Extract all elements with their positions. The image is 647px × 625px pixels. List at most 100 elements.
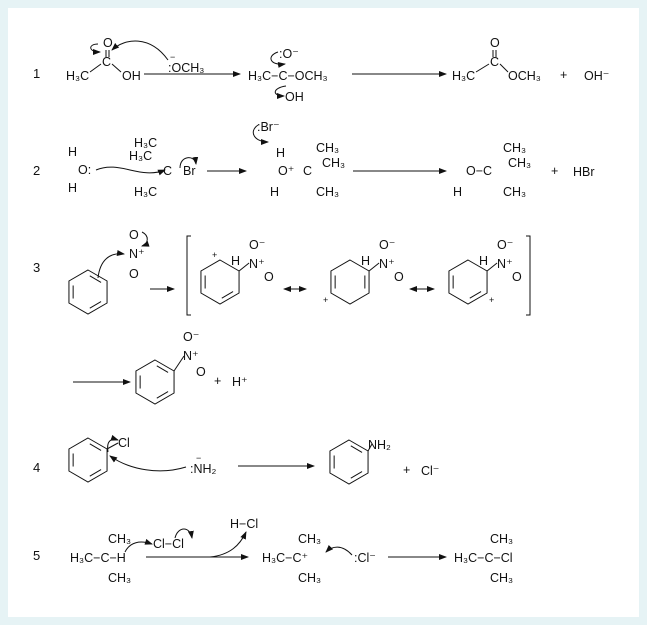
- curved-arrow: [270, 51, 286, 68]
- product-n: N⁺: [183, 349, 199, 363]
- reactant-c: C: [102, 55, 111, 69]
- reaction-1: 1 H₃C C O OH :OCH₃ − H₃C−C−OCH₃ :O⁻ OH H…: [33, 36, 609, 104]
- reaction-number: 3: [33, 260, 40, 275]
- product-h: H: [453, 185, 462, 199]
- charge: −: [170, 52, 175, 62]
- double-bond: [350, 471, 363, 479]
- sigma-complex-label: H: [361, 254, 370, 268]
- charge: −: [196, 453, 201, 463]
- reaction-4: 4 Cl :NH₂ − NH₂ + Cl⁻: [33, 434, 439, 478]
- intermediate-ch3: CH₃: [316, 185, 339, 199]
- double-bond: [89, 469, 102, 477]
- curved-arrow: [95, 166, 166, 176]
- curved-arrow: [111, 40, 169, 61]
- positive-charge: +: [323, 295, 328, 305]
- bond: [238, 262, 250, 272]
- curved-arrow: [90, 43, 101, 55]
- double-bond: [156, 391, 169, 399]
- product-och3: OCH₃: [508, 69, 541, 83]
- curved-arrow: [109, 455, 187, 472]
- intermediate-oxide: :O⁻: [279, 47, 299, 61]
- nitronium-o: O: [129, 228, 139, 242]
- plus: +: [551, 164, 558, 178]
- amino: NH₂: [368, 438, 391, 452]
- amide: :NH₂: [190, 462, 217, 476]
- methoxide: :OCH₃: [168, 61, 204, 75]
- curved-arrow: [174, 528, 194, 539]
- curved-arrow: [179, 156, 199, 169]
- sigma-complex-label: O: [512, 270, 522, 284]
- left-bracket: [186, 235, 191, 316]
- positive-charge: +: [489, 295, 494, 305]
- reaction-number: 4: [33, 460, 40, 475]
- ch3: CH₃: [490, 532, 513, 546]
- substrate-c: C: [163, 164, 172, 178]
- double-bond: [469, 291, 482, 299]
- benzene-ring: [135, 359, 175, 405]
- sigma-complex-label: O⁻: [249, 238, 265, 252]
- product-ch3: CH₃: [508, 156, 531, 170]
- intermediate: H₃C−C−OCH₃: [248, 69, 328, 83]
- water-h: H: [68, 181, 77, 195]
- product-o-minus: O⁻: [183, 330, 199, 344]
- ch3: CH₃: [108, 532, 131, 546]
- curved-arrow: [141, 231, 150, 247]
- sigma-complex-label: O⁻: [379, 238, 395, 252]
- curved-arrow: [252, 124, 269, 145]
- intermediate-oh: OH: [285, 90, 304, 104]
- chloride: :Cl⁻: [354, 551, 376, 565]
- chloride: Cl⁻: [421, 464, 439, 478]
- curved-arrow: [97, 250, 125, 279]
- curved-arrow: [107, 434, 119, 453]
- plus: +: [403, 463, 410, 477]
- sigma-complex-label: H: [479, 254, 488, 268]
- hcl: H−Cl: [230, 517, 258, 531]
- substrate-ch3: H₃C: [134, 136, 157, 150]
- product-h3c: H₃C: [452, 69, 475, 83]
- water-o: O:: [78, 163, 91, 177]
- intermediate-ch3: CH₃: [316, 141, 339, 155]
- curved-arrow: [209, 531, 247, 558]
- curved-arrow: [274, 85, 287, 99]
- benzene-ring: [68, 437, 108, 483]
- reactant-o: O: [103, 36, 113, 50]
- bond: [368, 262, 380, 272]
- reactant-h3c: H₃C: [66, 69, 89, 83]
- reaction-2: 2 H O: H H₃C H₃C C Br H₃C :Br⁻ H O⁺ C CH…: [33, 120, 595, 199]
- double-bond: [221, 291, 234, 299]
- sigma-complex-label: N⁺: [249, 257, 265, 271]
- double-bond: [89, 443, 102, 451]
- product-ch3: CH₃: [503, 185, 526, 199]
- proton: H⁺: [232, 375, 248, 389]
- bond: [173, 355, 185, 372]
- reactant-oh: OH: [122, 69, 141, 83]
- water-h: H: [68, 145, 77, 159]
- product-o: O: [490, 36, 500, 50]
- carbocation: H₃C−C⁺: [262, 551, 308, 565]
- hydroxide: OH⁻: [584, 69, 609, 83]
- tert-butyl-chloride: H₃C−C−Cl: [454, 551, 513, 565]
- plus: +: [560, 68, 567, 82]
- sigma-complex-label: O: [394, 270, 404, 284]
- plus: +: [214, 374, 221, 388]
- reaction-number: 5: [33, 548, 40, 563]
- double-bond: [156, 365, 169, 373]
- intermediate-h: H: [276, 146, 285, 160]
- benzene-rings: [68, 269, 373, 485]
- bond: [106, 442, 119, 450]
- intermediate-ch3: CH₃: [322, 156, 345, 170]
- substrate-ch3: H₃C: [129, 149, 152, 163]
- ch3: CH₃: [108, 571, 131, 585]
- bond: [486, 262, 498, 272]
- sigma-complex-label: N⁺: [497, 257, 513, 271]
- ch3: CH₃: [490, 571, 513, 585]
- benzene-ring: [68, 269, 108, 315]
- reaction-number: 2: [33, 163, 40, 178]
- intermediate-o: O⁺: [278, 164, 294, 178]
- substrate-br: Br: [183, 164, 196, 178]
- intermediate-c: C: [303, 164, 312, 178]
- nitronium-n: N⁺: [129, 247, 145, 261]
